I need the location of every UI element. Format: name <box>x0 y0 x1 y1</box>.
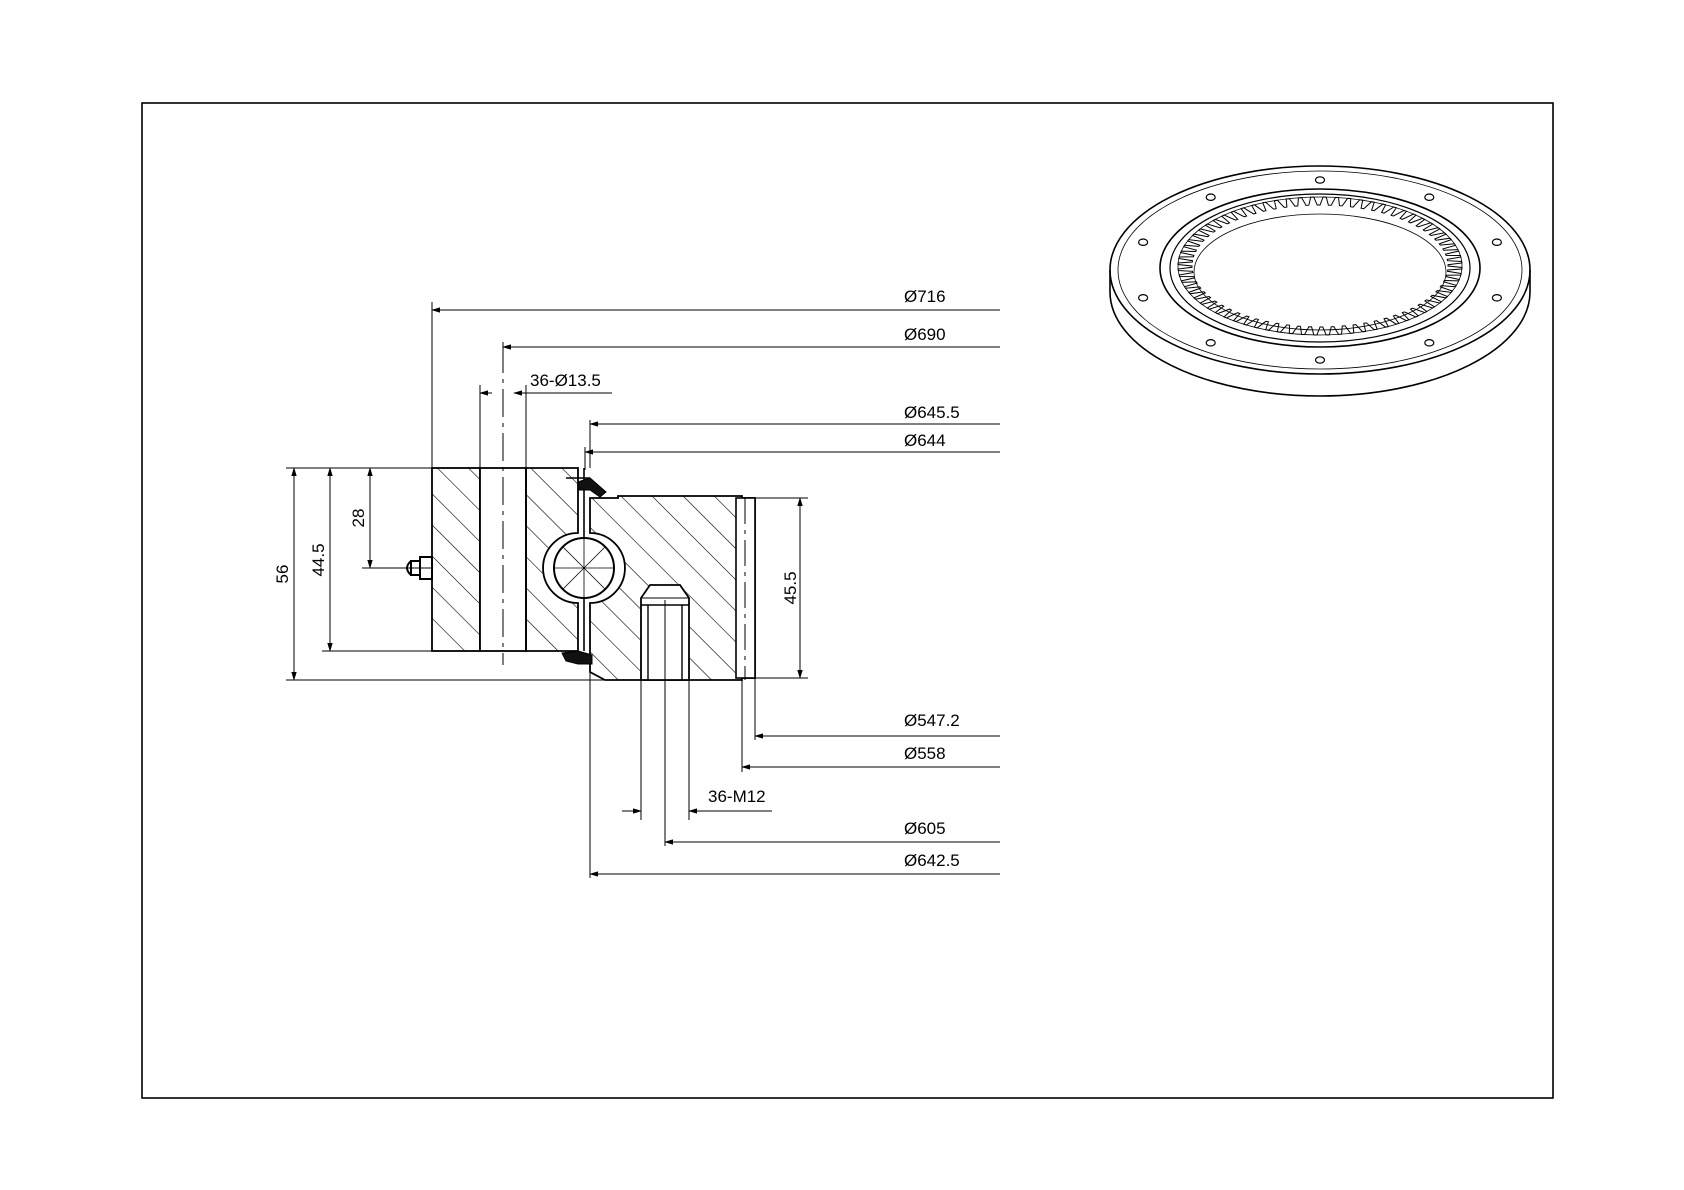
label-threads: 36-M12 <box>708 787 766 806</box>
label-d605: Ø605 <box>904 819 946 838</box>
bolt-hole <box>1137 293 1149 302</box>
bolt-holes <box>1137 176 1503 364</box>
label-d716: Ø716 <box>904 287 946 306</box>
bolt-hole <box>1205 193 1216 202</box>
bolt-hole <box>1314 356 1326 364</box>
gear-tooth-profile <box>1177 196 1463 336</box>
label-d644: Ø644 <box>904 431 946 450</box>
label-d690: Ø690 <box>904 325 946 344</box>
label-h455: 45.5 <box>781 571 800 604</box>
height-dimensions: 56 44.5 28 45.5 <box>273 467 808 681</box>
label-holes: 36-Ø13.5 <box>530 371 601 390</box>
label-h445: 44.5 <box>309 543 328 576</box>
label-h28: 28 <box>349 509 368 528</box>
bottom-seal <box>561 650 593 665</box>
label-h56: 56 <box>273 565 292 584</box>
outer-ring-right <box>525 467 579 652</box>
top-seal <box>577 477 607 498</box>
bearing-cross-section <box>370 345 756 681</box>
label-d558: Ø558 <box>904 744 946 763</box>
label-d6425: Ø642.5 <box>904 851 960 870</box>
drawing-frame <box>141 102 1554 1099</box>
bolt-hole <box>1314 176 1326 184</box>
gear-root-circle <box>1193 213 1447 331</box>
label-d5472: Ø547.2 <box>904 711 960 730</box>
label-d6455: Ø645.5 <box>904 403 960 422</box>
bolt-hole <box>1491 293 1503 302</box>
gear-teeth <box>1177 196 1463 336</box>
outer-ring-left <box>431 467 481 652</box>
bearing-isometric-view <box>1109 165 1531 397</box>
bolt-hole <box>1205 338 1216 347</box>
bolt-hole <box>1424 338 1435 347</box>
bolt-hole <box>1424 193 1435 202</box>
bottom-dimensions: Ø547.2 Ø558 36-M12 Ø605 Ø642.5 <box>589 600 1000 878</box>
bolt-hole <box>1491 238 1503 247</box>
bolt-hole <box>1137 238 1149 247</box>
top-dimensions: Ø716 Ø690 36-Ø13.5 Ø645.5 Ø644 <box>431 287 1000 470</box>
rolling-ball <box>553 537 615 599</box>
